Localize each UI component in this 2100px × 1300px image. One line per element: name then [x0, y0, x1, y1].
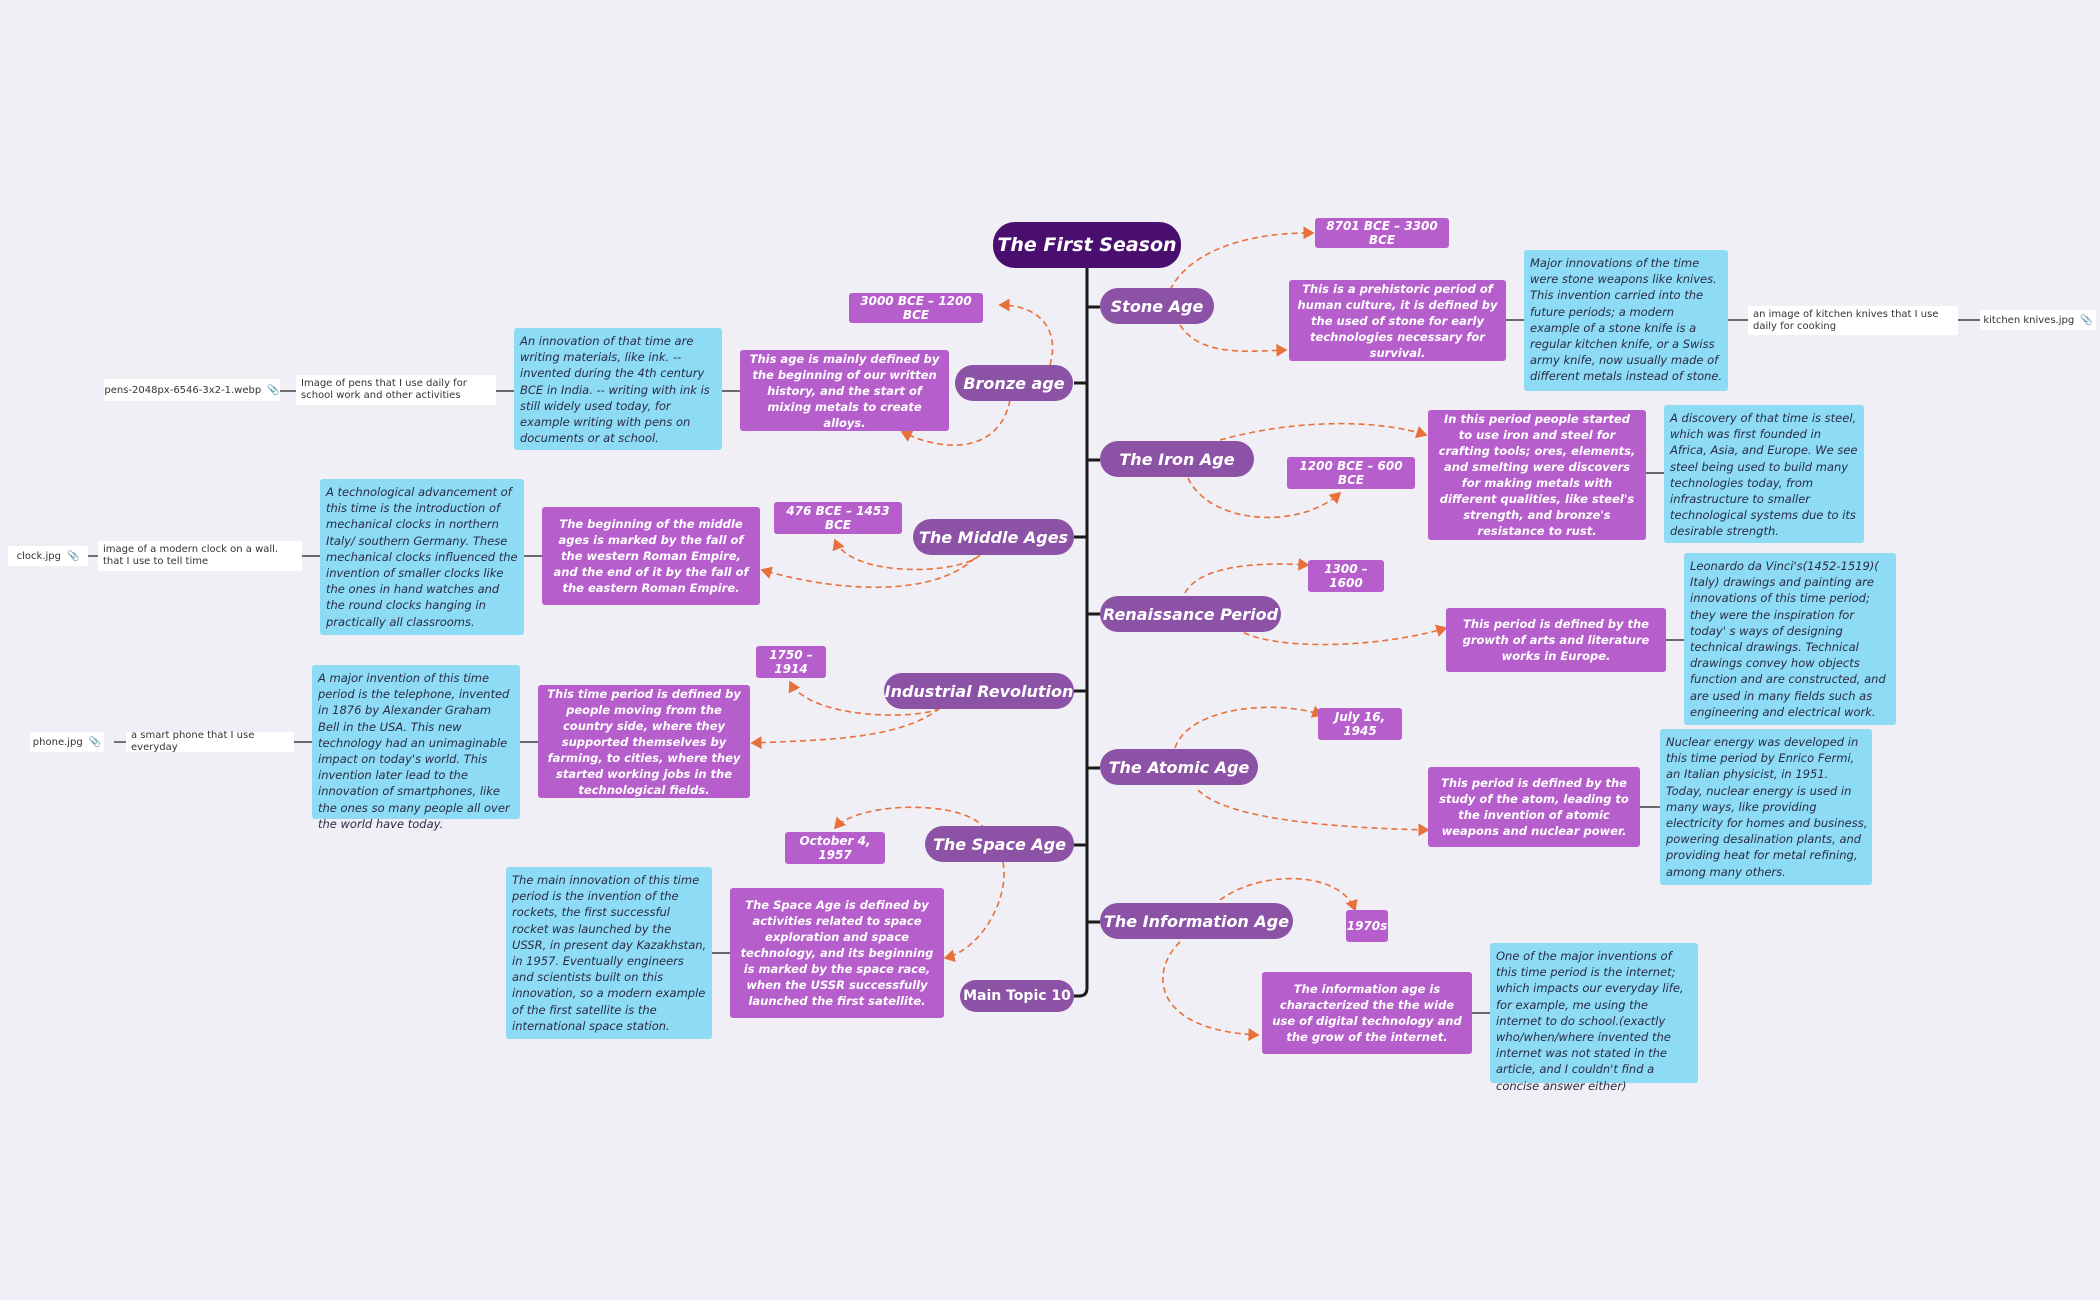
information-age-date[interactable]: 1970s [1346, 910, 1388, 942]
topic-iron-age[interactable]: The Iron Age [1100, 441, 1254, 477]
stone-age-attachment[interactable]: kitchen knives.jpg 📎 [1980, 310, 2096, 330]
topic-middle-ages[interactable]: The Middle Ages [913, 519, 1074, 555]
middle-ages-description[interactable]: The beginning of the middle ages is mark… [542, 507, 760, 605]
topic-information-age[interactable]: The Information Age [1100, 903, 1293, 939]
industrial-revolution-note[interactable]: A major invention of this time period is… [312, 665, 520, 831]
stone-age-date[interactable]: 8701 BCE – 3300 BCE [1315, 218, 1449, 248]
paperclip-icon: 📎 [267, 384, 280, 396]
central-topic[interactable]: The First Season [993, 222, 1181, 268]
industrial-revolution-date[interactable]: 1750 –1914 [756, 646, 826, 678]
topic-bronze-age[interactable]: Bronze age [955, 365, 1073, 401]
paperclip-icon: 📎 [66, 550, 80, 562]
bronze-age-description[interactable]: This age is mainly defined by the beginn… [740, 350, 949, 431]
industrial-revolution-description[interactable]: This time period is defined by people mo… [538, 685, 750, 798]
renaissance-note[interactable]: Leonardo da Vinci's(1452-1519)( Italy) d… [1684, 553, 1896, 725]
attachment-filename: phone.jpg [32, 736, 83, 748]
stone-age-description[interactable]: This is a prehistoric period of human cu… [1289, 280, 1506, 361]
iron-age-date[interactable]: 1200 BCE – 600 BCE [1287, 457, 1415, 489]
bronze-age-attachment[interactable]: pens-2048px-6546-3x2-1.webp 📎 [104, 379, 280, 401]
topic-main-topic-10[interactable]: Main Topic 10 [960, 980, 1074, 1012]
space-age-date[interactable]: October 4, 1957 [785, 832, 885, 864]
topic-stone-age[interactable]: Stone Age [1100, 288, 1214, 324]
topic-renaissance[interactable]: Renaissance Period [1100, 596, 1281, 632]
atomic-age-note[interactable]: Nuclear energy was developed in this tim… [1660, 729, 1872, 885]
paperclip-icon: 📎 [2080, 314, 2093, 326]
paperclip-icon: 📎 [88, 736, 102, 748]
stone-age-image-caption: an image of kitchen knives that I use da… [1748, 306, 1958, 335]
attachment-filename: clock.jpg [16, 550, 61, 562]
stone-age-note[interactable]: Major innovations of the time were stone… [1524, 250, 1728, 391]
middle-ages-attachment[interactable]: clock.jpg 📎 [8, 546, 88, 566]
bronze-age-date[interactable]: 3000 BCE – 1200 BCE [849, 293, 983, 323]
information-age-note[interactable]: One of the major inventions of this time… [1490, 943, 1698, 1093]
bronze-age-note[interactable]: An innovation of that time are writing m… [514, 328, 722, 450]
topic-space-age[interactable]: The Space Age [925, 826, 1074, 862]
middle-ages-note[interactable]: A technological advancement of this time… [320, 479, 524, 635]
topic-industrial-revolution[interactable]: Industrial Revolution [884, 673, 1074, 709]
industrial-revolution-image-caption: a smart phone that I use everyday [126, 730, 294, 753]
attachment-filename: kitchen knives.jpg [1983, 314, 2075, 326]
atomic-age-date[interactable]: July 16, 1945 [1318, 708, 1402, 740]
iron-age-description[interactable]: In this period people started to use iro… [1428, 410, 1646, 540]
renaissance-date[interactable]: 1300 – 1600 [1308, 560, 1384, 592]
atomic-age-description[interactable]: This period is defined by the study of t… [1428, 767, 1640, 847]
middle-ages-date[interactable]: 476 BCE – 1453 BCE [774, 502, 902, 534]
topic-atomic-age[interactable]: The Atomic Age [1100, 749, 1258, 785]
iron-age-note[interactable]: A discovery of that time is steel, which… [1664, 405, 1864, 543]
attachment-filename: pens-2048px-6546-3x2-1.webp [104, 384, 262, 396]
information-age-description[interactable]: The information age is characterized the… [1262, 972, 1472, 1054]
renaissance-description[interactable]: This period is defined by the growth of … [1446, 608, 1666, 672]
industrial-revolution-attachment[interactable]: phone.jpg 📎 [30, 732, 104, 752]
bronze-age-image-caption: Image of pens that I use daily for schoo… [296, 375, 496, 405]
middle-ages-image-caption: image of a modern clock on a wall. that … [98, 541, 302, 571]
space-age-note[interactable]: The main innovation of this time period … [506, 867, 712, 1039]
space-age-description[interactable]: The Space Age is defined by activities r… [730, 888, 944, 1018]
